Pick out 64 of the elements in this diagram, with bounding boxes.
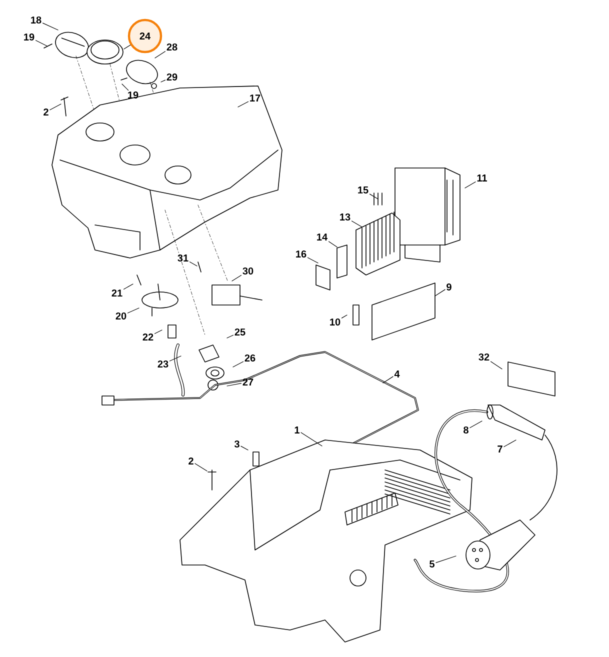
- leader-line: [226, 383, 242, 386]
- leader-line: [154, 330, 162, 334]
- leader-line: [154, 51, 166, 58]
- callout-number: 13: [340, 213, 350, 221]
- leader-line: [490, 361, 502, 370]
- callout-number: 8: [464, 426, 468, 434]
- callout-number: 15: [358, 186, 368, 194]
- callout-number: 3: [234, 440, 240, 448]
- leader-line: [436, 556, 456, 563]
- callout-number: 16: [296, 250, 306, 258]
- leader-line: [341, 314, 348, 318]
- leader-line: [42, 22, 58, 30]
- callout-number: 9: [446, 283, 452, 291]
- leader-line: [50, 104, 62, 110]
- callout-number: 22: [142, 334, 154, 340]
- leader-line: [434, 289, 446, 296]
- callout-number: 5: [430, 560, 434, 568]
- callout-number: 19: [128, 91, 138, 99]
- highlighted-callout-number: 24: [128, 18, 162, 54]
- leader-line: [351, 220, 362, 228]
- leader-line: [194, 463, 208, 472]
- leader-line: [464, 182, 476, 188]
- leader-line: [226, 334, 234, 338]
- callout-number: 20: [116, 312, 126, 320]
- callout-number: 4: [394, 370, 400, 378]
- callout-number: 29: [166, 73, 178, 81]
- leader-line: [240, 446, 248, 450]
- leader-line: [35, 40, 48, 46]
- callout-number: 2: [188, 458, 194, 464]
- callout-number: 23: [158, 360, 168, 368]
- leader-line: [123, 284, 134, 290]
- leader-line: [369, 194, 378, 200]
- leader-line: [160, 80, 166, 82]
- leader-line: [127, 308, 140, 314]
- callout-number: 11: [477, 174, 487, 182]
- leader-line: [300, 432, 322, 446]
- leader-line: [124, 44, 131, 50]
- callout-number: 1: [294, 426, 300, 434]
- callout-number: 2: [44, 108, 48, 116]
- callout-number: 21: [112, 290, 122, 296]
- leader-line: [307, 257, 318, 264]
- leader-line: [122, 84, 129, 91]
- callout-number: 7: [498, 446, 502, 452]
- callout-number: 28: [166, 43, 178, 51]
- leader-line: [328, 241, 338, 248]
- callout-number: 14: [317, 234, 328, 240]
- callout-number: 31: [178, 254, 188, 262]
- leader-line: [382, 376, 394, 384]
- callout-number: 17: [250, 94, 260, 102]
- callout-number: 18: [31, 16, 42, 24]
- callout-number: 27: [242, 378, 254, 386]
- callout-number: 30: [242, 267, 254, 275]
- leader-line: [232, 361, 244, 368]
- leader-line: [169, 356, 182, 362]
- leader-line: [470, 420, 482, 428]
- callout-number: 19: [24, 33, 34, 41]
- callout-number: 32: [478, 353, 490, 361]
- leader-line: [238, 101, 249, 108]
- leader-line: [189, 262, 198, 266]
- callout-number: 10: [330, 318, 340, 326]
- leader-line: [232, 274, 242, 282]
- leader-line: [504, 440, 516, 448]
- callout-number: 26: [244, 354, 256, 362]
- callout-number: 25: [234, 328, 246, 336]
